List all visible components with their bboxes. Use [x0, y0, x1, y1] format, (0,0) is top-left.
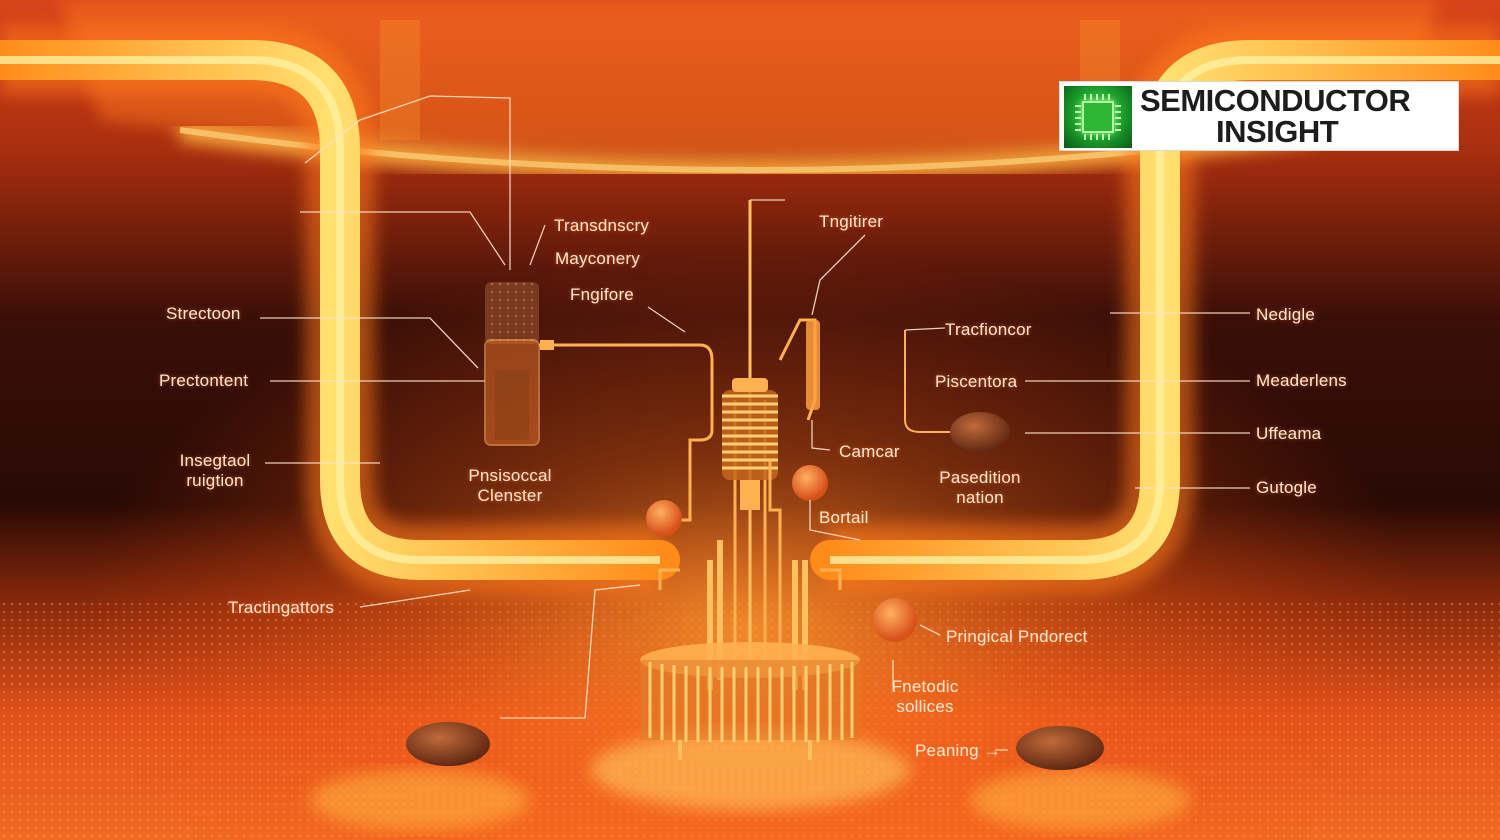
sphere-left	[646, 500, 682, 536]
floor-reflections	[310, 730, 1190, 830]
pebble-left	[406, 722, 490, 766]
label-camcar: Camcar	[839, 442, 900, 461]
label-transdnscry: Transdnscry	[554, 216, 650, 235]
label-mayconery: Mayconery	[555, 249, 640, 268]
label-fngifore: Fngifore	[570, 285, 634, 304]
label-pasedition: Pasedition nation	[925, 468, 1035, 508]
label-fnetodic: Fnetodic sollices	[880, 677, 970, 717]
logo-text-line2: INSIGHT	[1216, 114, 1339, 149]
label-pnsisoccal: Pnsisoccal Clenster	[452, 466, 568, 506]
label-pringical-pndorect: Pringical Pndorect	[946, 627, 1088, 646]
right-glow-tube	[810, 25, 1500, 595]
label-insegtaol-line2: ruigtion	[186, 471, 244, 490]
label-fnetodic-line1: Fnetodic	[891, 677, 959, 696]
sphere-lower	[873, 598, 917, 642]
label-tracfioncor: Tracfioncor	[945, 320, 1032, 339]
semiconductor-insight-logo: SEMICONDUCTOR INSIGHT	[1059, 81, 1459, 151]
label-pasedition-line1: Pasedition	[939, 468, 1021, 487]
microchip-icon	[1064, 86, 1132, 148]
label-meaderlens: Meaderlens	[1256, 371, 1347, 390]
label-peaning: Peaning →	[915, 741, 1001, 760]
label-strectoon: Strectoon	[166, 304, 241, 323]
pebble-right	[1016, 726, 1104, 770]
label-tractingattors: Tractingattors	[228, 598, 335, 617]
leader-lines	[260, 95, 1250, 751]
label-insegtaol: Insegtaol ruigtion	[165, 451, 265, 491]
cylinder-vial	[484, 282, 714, 446]
label-insegtaol-line1: Insegtaol	[179, 451, 251, 470]
label-pnsisoccal-line2: Clenster	[477, 486, 543, 505]
seed-right	[950, 412, 1010, 452]
heat-sink-base	[640, 642, 860, 760]
label-nedigle: Nedigle	[1256, 305, 1316, 324]
sphere-right	[792, 465, 828, 501]
label-uffeama: Uffeama	[1256, 424, 1322, 443]
label-pasedition-line2: nation	[956, 488, 1004, 507]
label-pnsisoccal-line1: Pnsisoccal	[468, 466, 552, 485]
central-coil-apparatus	[658, 200, 842, 690]
label-gutogle: Gutogle	[1256, 478, 1317, 497]
label-bortail: Bortail	[819, 508, 869, 527]
logo-text-line1: SEMICONDUCTOR	[1140, 83, 1411, 118]
left-glow-tube	[0, 25, 680, 595]
label-fnetodic-line2: sollices	[896, 697, 954, 716]
label-tngitirer: Tngitirer	[819, 212, 884, 231]
label-prectontent: Prectontent	[159, 371, 249, 390]
label-piscentora: Piscentora	[935, 372, 1018, 391]
